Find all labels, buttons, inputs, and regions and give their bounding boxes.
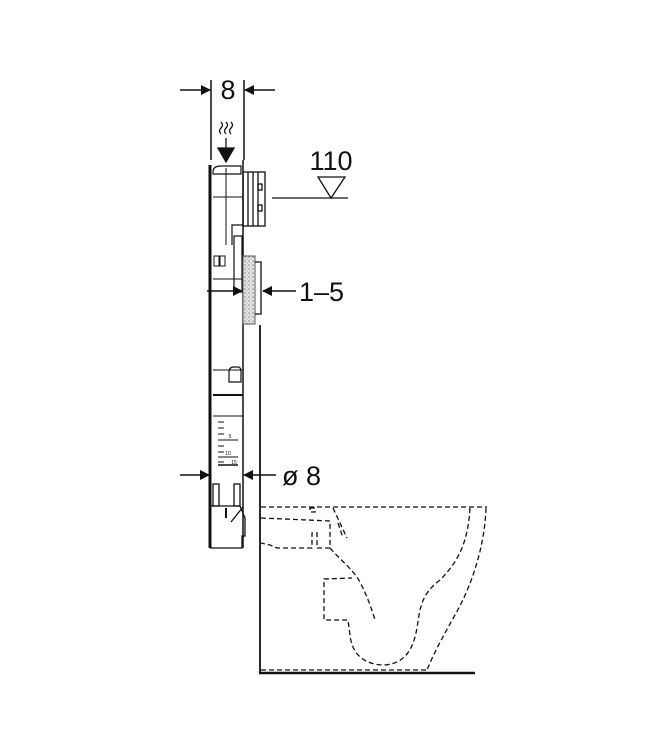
flush-plate-frame	[255, 261, 262, 315]
ruler-mark-5: 5	[229, 434, 232, 440]
insulation-plate	[242, 255, 256, 325]
water-flow-icon	[216, 121, 236, 164]
installation-frame	[208, 160, 244, 548]
frame-foot	[210, 483, 246, 549]
dimension-frame-depth	[180, 80, 275, 160]
ruler-mark-15: 15	[231, 460, 237, 466]
cistern-connection	[242, 171, 266, 227]
wall-hung-toilet	[260, 506, 487, 671]
wall-offset-label: 1–5	[299, 277, 344, 307]
height-ruler	[218, 421, 238, 466]
frame-depth-label: 8	[220, 75, 235, 105]
cistern-height-label: 110	[309, 146, 352, 176]
pipe-diameter-label: ø 8	[282, 461, 321, 491]
level-marker	[272, 176, 348, 200]
ruler-mark-10: 10	[225, 451, 231, 457]
